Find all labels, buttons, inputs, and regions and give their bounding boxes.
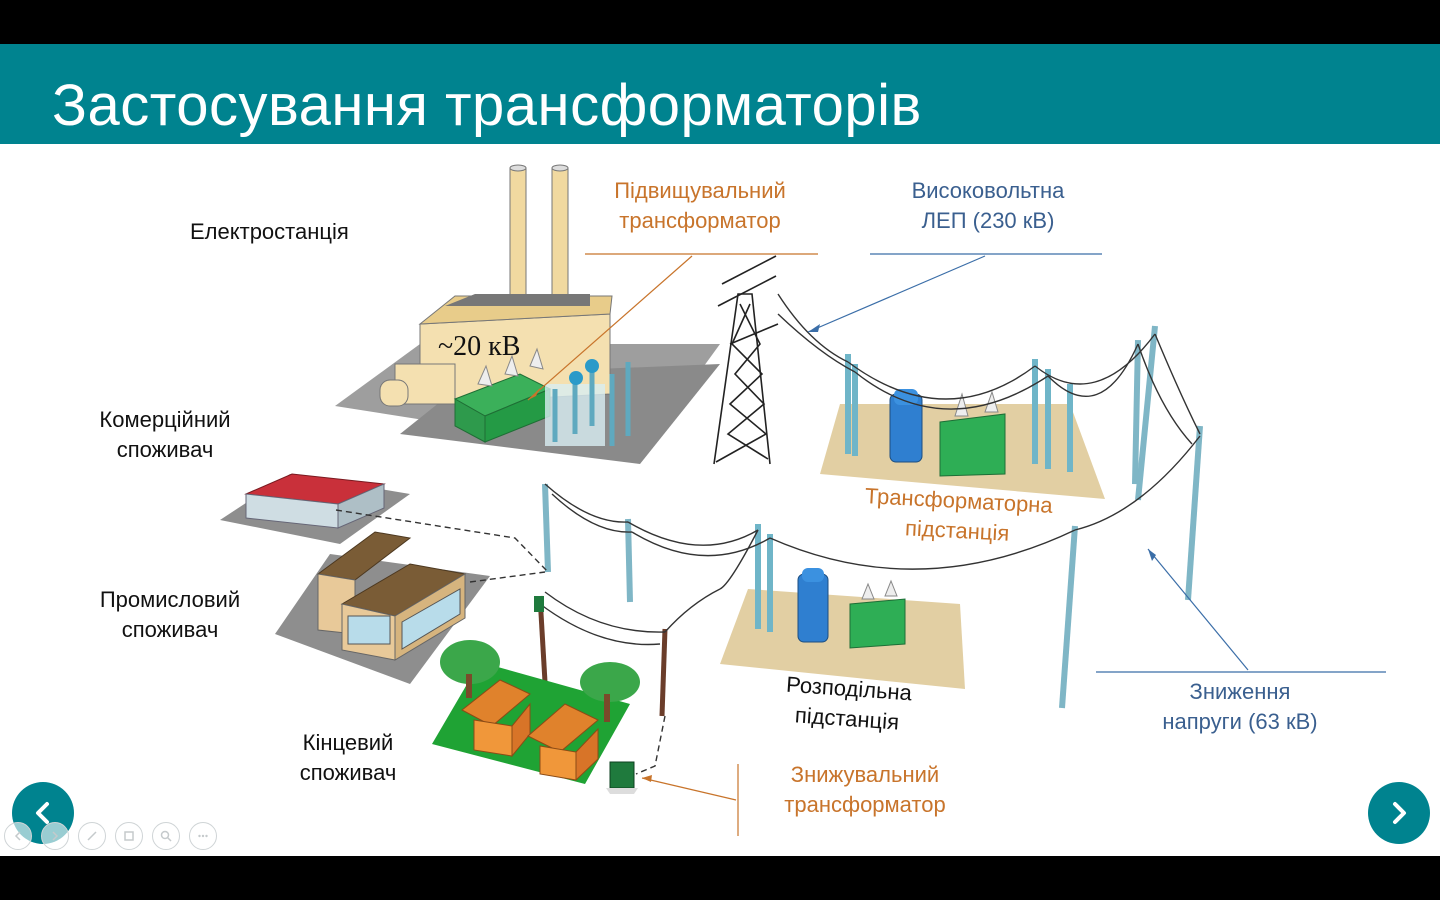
label-voltage-20kv: ~20 кВ [438, 332, 520, 362]
reduction-line2: напруги (63 кВ) [1162, 709, 1318, 734]
step-down-line2: трансформатор [784, 792, 946, 817]
toolbar-zoom-button[interactable] [152, 822, 180, 850]
step-up-line1: Підвищувальний [614, 178, 786, 203]
slide: Застосування трансформаторів [0, 44, 1440, 856]
label-transformer-substation: Трансформаторна підстанція [839, 480, 1078, 552]
label-hv-line: Високовольтна ЛЕП (230 кВ) [870, 176, 1106, 236]
arrow-right-icon [52, 831, 59, 841]
next-slide-button[interactable] [1368, 782, 1430, 844]
arrow-left-icon [14, 831, 21, 841]
end-line1: Кінцевий [302, 730, 394, 755]
industrial-building [275, 531, 490, 684]
label-voltage-reduction: Зниження напруги (63 кВ) [1130, 677, 1350, 737]
magnifier-icon [160, 830, 172, 842]
distribution-substation [720, 524, 965, 689]
slide-title: Застосування трансформаторів [52, 73, 922, 138]
label-power-plant: Електростанція [190, 217, 349, 247]
toolbar-more-button[interactable] [189, 822, 217, 850]
industrial-line1: Промисловий [99, 587, 241, 612]
toolbar-prev-button[interactable] [4, 822, 32, 850]
transformer-substation [820, 354, 1105, 499]
pen-icon [87, 831, 97, 841]
toolbar-pen-button[interactable] [78, 822, 106, 850]
chevron-right-icon [1393, 802, 1406, 824]
commercial-line2: споживач [116, 437, 214, 462]
toolbar-next-button[interactable] [41, 822, 69, 850]
label-end-consumer: Кінцевий споживач [278, 728, 418, 788]
presenter-toolbar [4, 822, 217, 850]
industrial-line2: споживач [121, 617, 219, 642]
grid-icon [124, 831, 134, 841]
label-step-down-transformer: Знижувальний трансформатор [760, 760, 970, 820]
step-up-line2: трансформатор [619, 208, 781, 233]
power-grid-diagram [220, 164, 1386, 836]
hv-line1: Високовольтна [911, 178, 1065, 203]
power-lines [539, 293, 1201, 646]
label-commercial-consumer: Комерційний споживач [80, 405, 250, 465]
hv-line2: ЛЕП (230 кВ) [921, 208, 1055, 233]
commercial-line1: Комерційний [99, 407, 231, 432]
label-distribution-substation: Розподільна підстанція [766, 668, 930, 739]
leader-arrowheads [528, 324, 1156, 782]
power-plant-illustration [335, 164, 720, 464]
title-bar: Застосування трансформаторів [0, 44, 1440, 144]
label-step-up-transformer: Підвищувальний трансформатор [580, 176, 820, 236]
line-poles [542, 325, 1203, 709]
lattice-tower [713, 255, 779, 465]
power-plant-text: Електростанція [190, 219, 349, 244]
voltage-20kv-text: ~20 кВ [438, 331, 521, 362]
label-industrial-consumer: Промисловий споживач [80, 585, 260, 645]
chevron-left-icon [36, 802, 49, 824]
leader-lines [527, 253, 1386, 836]
toolbar-slides-button[interactable] [115, 822, 143, 850]
commercial-building [220, 473, 410, 544]
end-line2: споживач [299, 760, 397, 785]
step-down-line1: Знижувальний [790, 762, 940, 787]
more-icon [198, 834, 208, 838]
residential-area [432, 596, 640, 794]
reduction-line1: Зниження [1189, 679, 1291, 704]
